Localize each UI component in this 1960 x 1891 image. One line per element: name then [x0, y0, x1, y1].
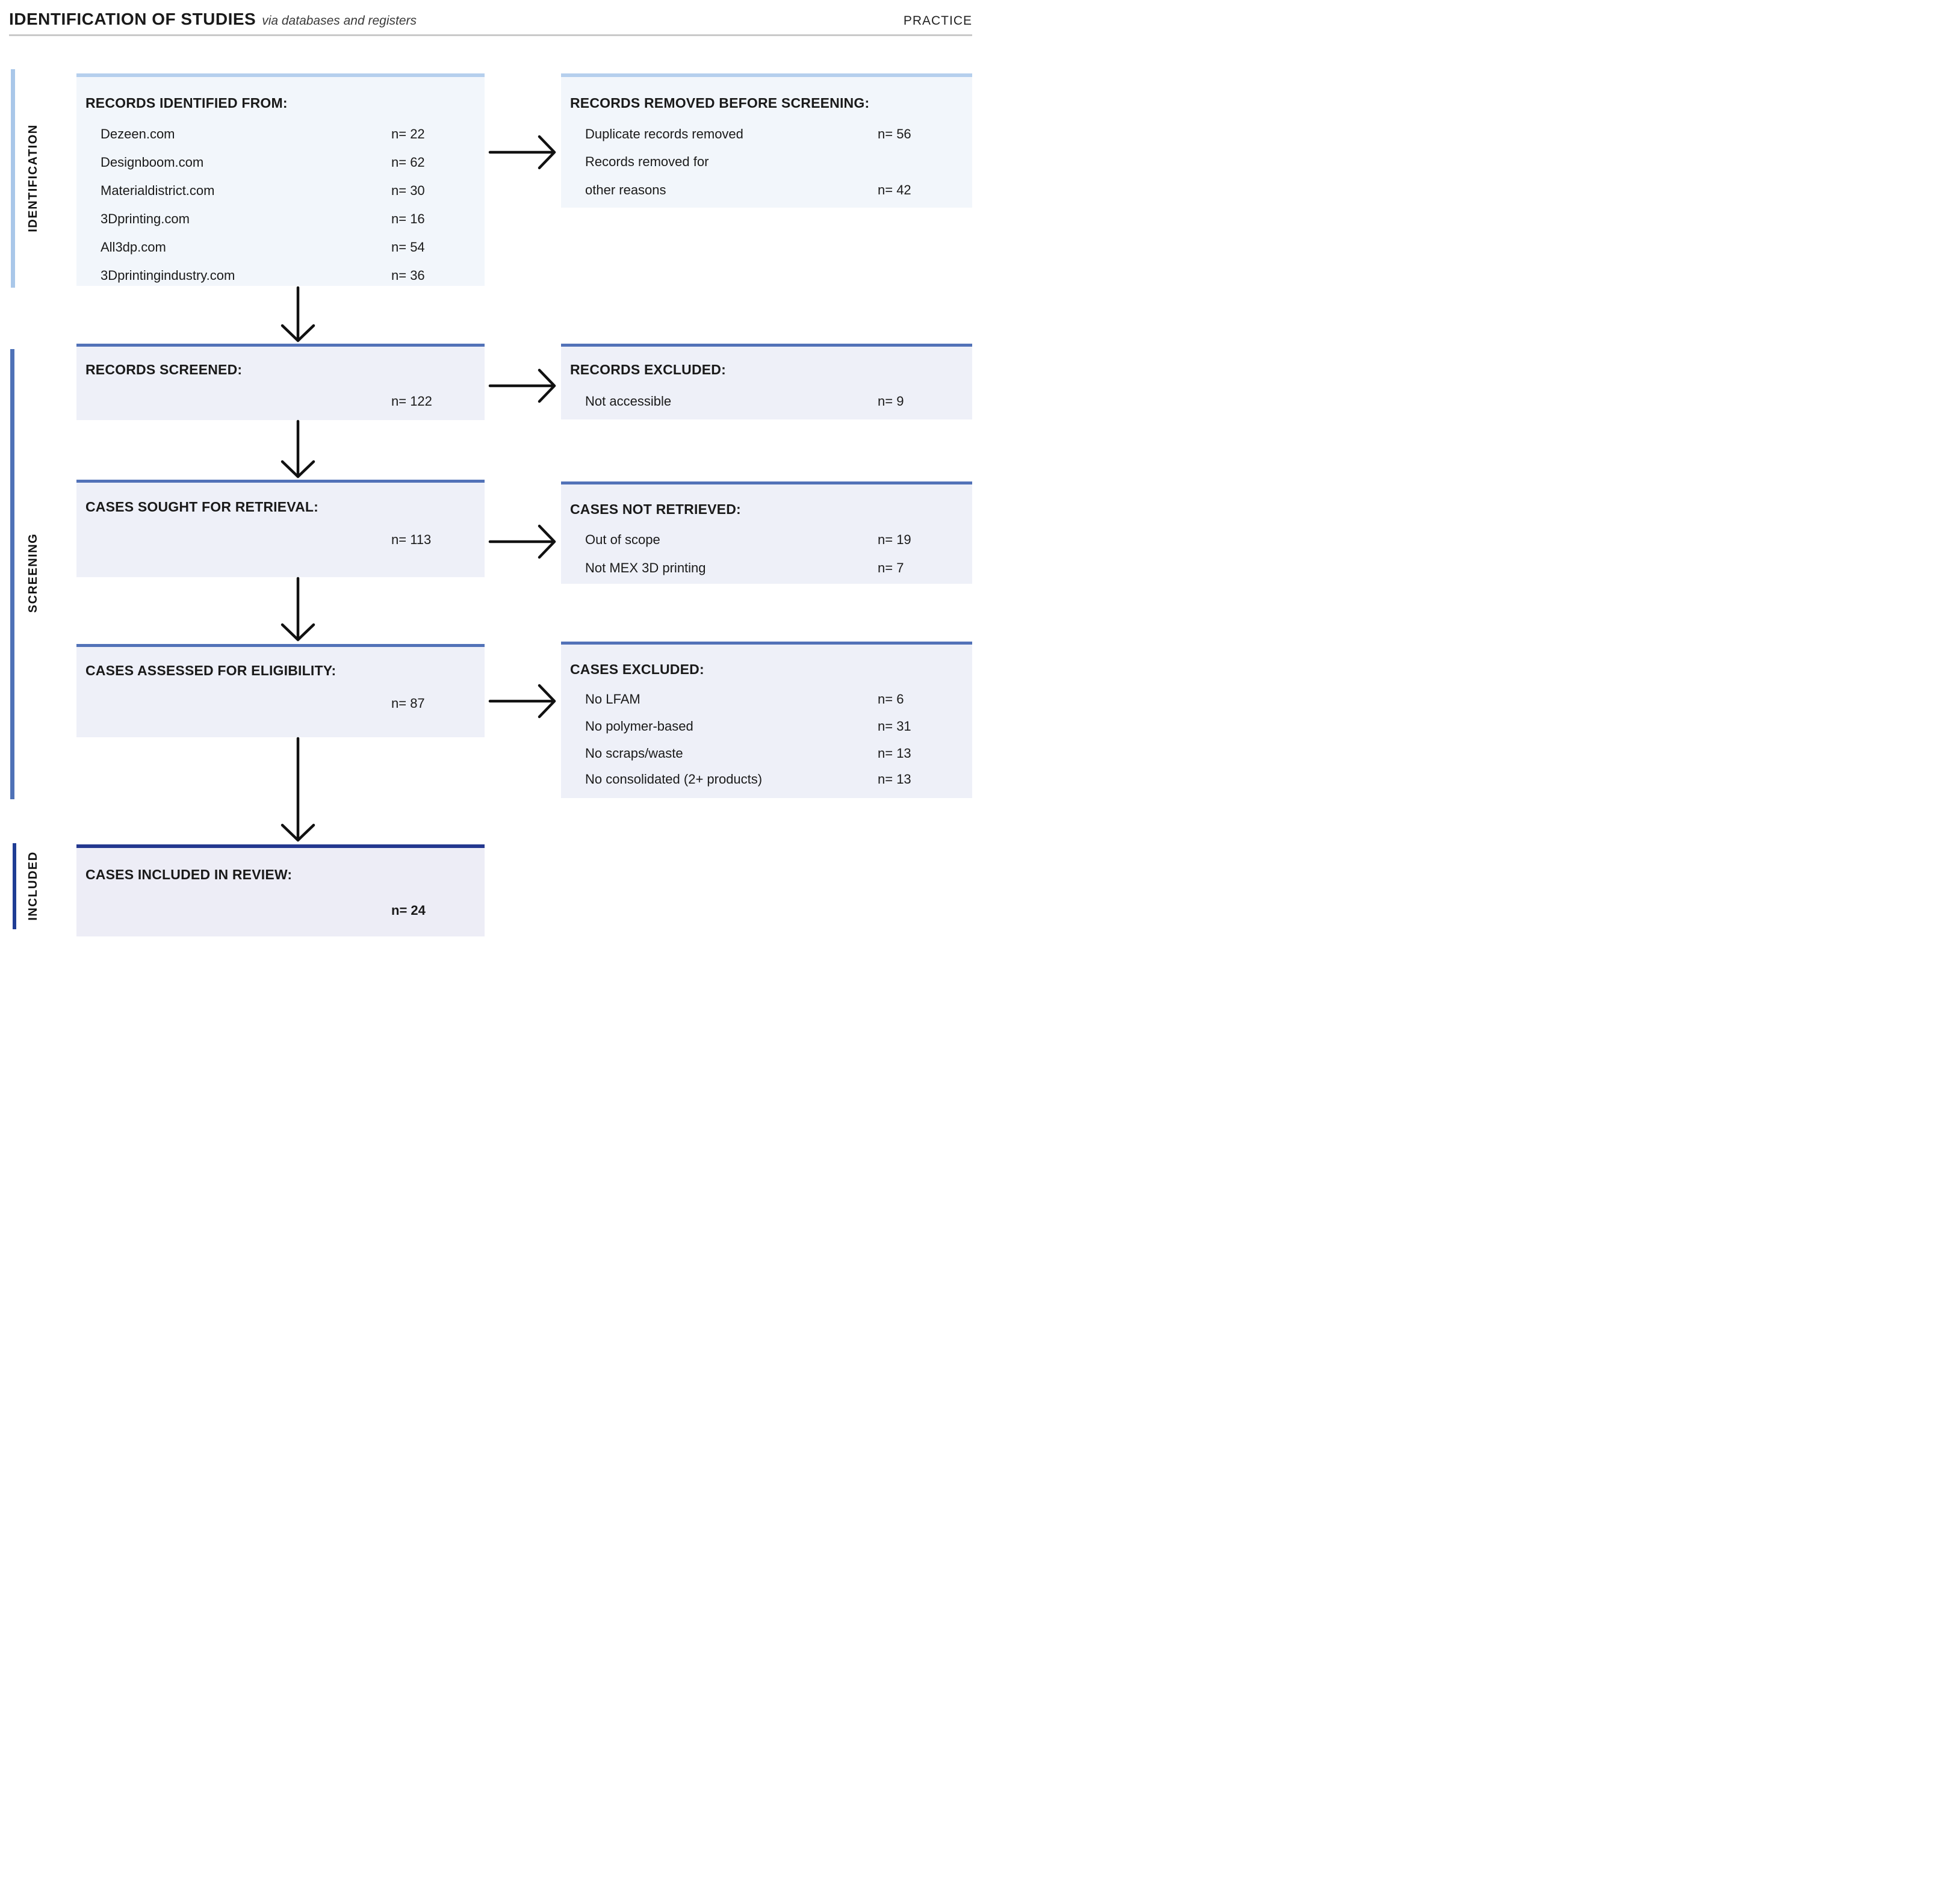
box-title: CASES EXCLUDED:: [570, 661, 704, 677]
arrow-screened-to-excluded: [488, 368, 556, 403]
reason-count: n= 42: [878, 182, 911, 197]
source-count: n= 62: [391, 155, 425, 170]
source-label: Designboom.com: [101, 155, 204, 170]
included-stage-bar: [13, 843, 16, 929]
cases-included-box: CASES INCLUDED IN REVIEW: n= 24: [76, 844, 485, 936]
records-removed-box: RECORDS REMOVED BEFORE SCREENING: Duplic…: [561, 73, 972, 208]
arrow-sought-to-assessed: [281, 577, 315, 642]
identification-stage-bar: [11, 69, 15, 288]
reason-label: No consolidated (2+ products): [585, 772, 763, 787]
box-title: CASES ASSESSED FOR ELIGIBILITY:: [85, 663, 336, 678]
reason-label: Not accessible: [585, 394, 672, 409]
reason-row: No scraps/waste n= 13: [585, 746, 966, 761]
box-title: RECORDS SCREENED:: [85, 362, 243, 377]
source-row: Dezeen.com n= 22: [101, 126, 479, 141]
reason-count: n= 6: [878, 692, 904, 707]
source-row: 3Dprintingindustry.com n= 36: [101, 268, 479, 283]
reason-count: n= 19: [878, 532, 911, 547]
arrow-identified-to-removed: [488, 135, 556, 170]
records-excluded-box: RECORDS EXCLUDED: Not accessible n= 9: [561, 344, 972, 419]
reason-count: n= 7: [878, 560, 904, 575]
cases-included-count: n= 24: [391, 903, 426, 918]
reason-label: No polymer-based: [585, 719, 693, 734]
reason-row: Not MEX 3D printing n= 7: [585, 560, 966, 575]
stage-label-screening: SCREENING: [26, 533, 40, 613]
practice-label: PRACTICE: [903, 14, 972, 28]
source-label: 3Dprinting.com: [101, 211, 190, 226]
cases-assessed-count: n= 87: [391, 696, 425, 711]
reason-label: Records removed for: [585, 154, 709, 169]
box-title: RECORDS EXCLUDED:: [570, 362, 726, 377]
cases-assessed-box: CASES ASSESSED FOR ELIGIBILITY: n= 87: [76, 644, 485, 737]
records-identified-box: RECORDS IDENTIFIED FROM: Dezeen.com n= 2…: [76, 73, 485, 286]
arrow-assessed-to-included: [281, 737, 315, 842]
source-label: 3Dprintingindustry.com: [101, 268, 235, 283]
reason-row: Records removed for: [585, 154, 966, 169]
box-title: CASES NOT RETRIEVED:: [570, 501, 741, 517]
records-screened-count: n= 122: [391, 394, 432, 409]
arrow-assessed-to-cases-excluded: [488, 684, 556, 719]
source-label: All3dp.com: [101, 240, 166, 255]
screening-stage-bar: [10, 349, 14, 799]
stage-label-identification: IDENTIFICATION: [26, 124, 40, 232]
reason-row: Not accessible n= 9: [585, 394, 966, 409]
reason-row: other reasons n= 42: [585, 182, 966, 197]
stage-label-included: INCLUDED: [26, 851, 40, 921]
reason-row: No LFAM n= 6: [585, 692, 966, 707]
page-title: IDENTIFICATION OF STUDIES: [9, 10, 256, 28]
reason-count: n= 31: [878, 719, 911, 734]
reason-label: other reasons: [585, 182, 666, 197]
source-count: n= 54: [391, 240, 425, 255]
source-row: Materialdistrict.com n= 30: [101, 183, 479, 198]
box-title: CASES SOUGHT FOR RETRIEVAL:: [85, 499, 319, 515]
arrow-sought-to-not-retrieved: [488, 524, 556, 559]
cases-sought-count: n= 113: [391, 532, 432, 547]
reason-count: n= 13: [878, 772, 911, 787]
arrow-identified-to-screened: [281, 286, 315, 342]
reason-count: n= 56: [878, 126, 911, 141]
reason-row: Out of scope n= 19: [585, 532, 966, 547]
reason-label: Not MEX 3D printing: [585, 560, 706, 575]
source-count: n= 30: [391, 183, 425, 198]
source-label: Dezeen.com: [101, 126, 175, 141]
cases-not-retrieved-box: CASES NOT RETRIEVED: Out of scope n= 19 …: [561, 481, 972, 584]
cases-excluded-box: CASES EXCLUDED: No LFAM n= 6 No polymer-…: [561, 642, 972, 798]
reason-label: No LFAM: [585, 692, 640, 707]
reason-row: No consolidated (2+ products) n= 13: [585, 772, 966, 787]
source-count: n= 36: [391, 268, 425, 283]
reason-label: Duplicate records removed: [585, 126, 743, 141]
page-subtitle: via databases and registers: [262, 14, 417, 28]
source-count: n= 22: [391, 126, 425, 141]
box-title: RECORDS IDENTIFIED FROM:: [85, 95, 288, 111]
header: IDENTIFICATION OF STUDIES via databases …: [9, 10, 972, 29]
records-screened-box: RECORDS SCREENED: n= 122: [76, 344, 485, 420]
source-row: 3Dprinting.com n= 16: [101, 211, 479, 226]
reason-count: n= 13: [878, 746, 911, 761]
prisma-flow-diagram: IDENTIFICATION OF STUDIES via databases …: [0, 0, 980, 946]
header-divider: [9, 34, 972, 36]
cases-sought-box: CASES SOUGHT FOR RETRIEVAL: n= 113: [76, 480, 485, 577]
reason-row: Duplicate records removed n= 56: [585, 126, 966, 141]
reason-count: n= 9: [878, 394, 904, 409]
box-title: RECORDS REMOVED BEFORE SCREENING:: [570, 95, 870, 111]
reason-label: Out of scope: [585, 532, 660, 547]
reason-row: No polymer-based n= 31: [585, 719, 966, 734]
box-title: CASES INCLUDED IN REVIEW:: [85, 867, 293, 882]
source-count: n= 16: [391, 211, 425, 226]
reason-label: No scraps/waste: [585, 746, 683, 761]
source-row: Designboom.com n= 62: [101, 155, 479, 170]
source-label: Materialdistrict.com: [101, 183, 215, 198]
arrow-screened-to-sought: [281, 419, 315, 478]
source-row: All3dp.com n= 54: [101, 240, 479, 255]
